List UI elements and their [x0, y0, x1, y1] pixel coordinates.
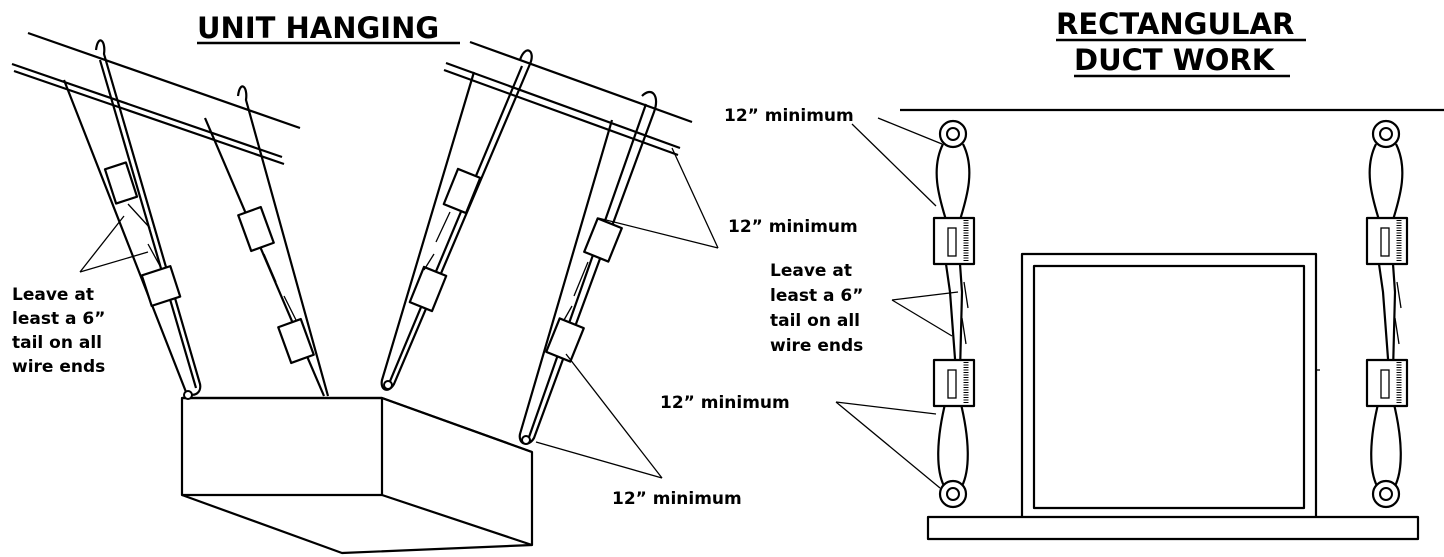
duct-tail-note-line-4: wire ends	[770, 336, 863, 356]
unit-box	[180, 380, 534, 555]
duct-min-label-top: 12” minimum	[724, 106, 854, 126]
duct-work-title-line-2: DUCT WORK	[1074, 43, 1276, 77]
ceiling-rails-left	[11, 31, 693, 166]
unit-tail-note-line-3: tail on all	[12, 333, 102, 353]
duct-tail-note: Leave at least a 6” tail on all wire end…	[770, 261, 869, 356]
duct-tail-note-line-1: Leave at	[770, 261, 852, 281]
duct-work-panel: RECTANGULAR DUCT WORK	[660, 7, 1444, 541]
hanger-right	[1365, 119, 1409, 509]
duct-work-title-line-1: RECTANGULAR	[1056, 7, 1294, 41]
unit-min-label-upper: 12” minimum	[728, 217, 858, 237]
duct-tail-note-line-3: tail on all	[770, 311, 860, 331]
wire-tails-left	[127, 203, 589, 321]
duct-min-label-bottom: 12” minimum	[660, 393, 790, 413]
leader-lines-right	[835, 117, 959, 489]
wire-clips-left	[103, 161, 623, 365]
hanger-left	[932, 119, 976, 509]
duct	[1020, 252, 1320, 520]
unit-hanging-panel: UNIT HANGING	[11, 11, 858, 555]
unit-tail-note-line-1: Leave at	[12, 285, 94, 305]
hanging-wires-left	[62, 39, 658, 445]
unit-hanging-title: UNIT HANGING	[197, 11, 439, 45]
unit-min-label-lower: 12” minimum	[612, 489, 742, 509]
leader-lines-left	[79, 147, 719, 479]
unit-tail-note-line-2: least a 6”	[12, 309, 105, 329]
unit-tail-note: Leave at least a 6” tail on all wire end…	[12, 285, 111, 377]
unit-tail-note-line-4: wire ends	[12, 357, 105, 377]
duct-tail-note-line-2: least a 6”	[770, 286, 863, 306]
base-board	[926, 515, 1420, 541]
